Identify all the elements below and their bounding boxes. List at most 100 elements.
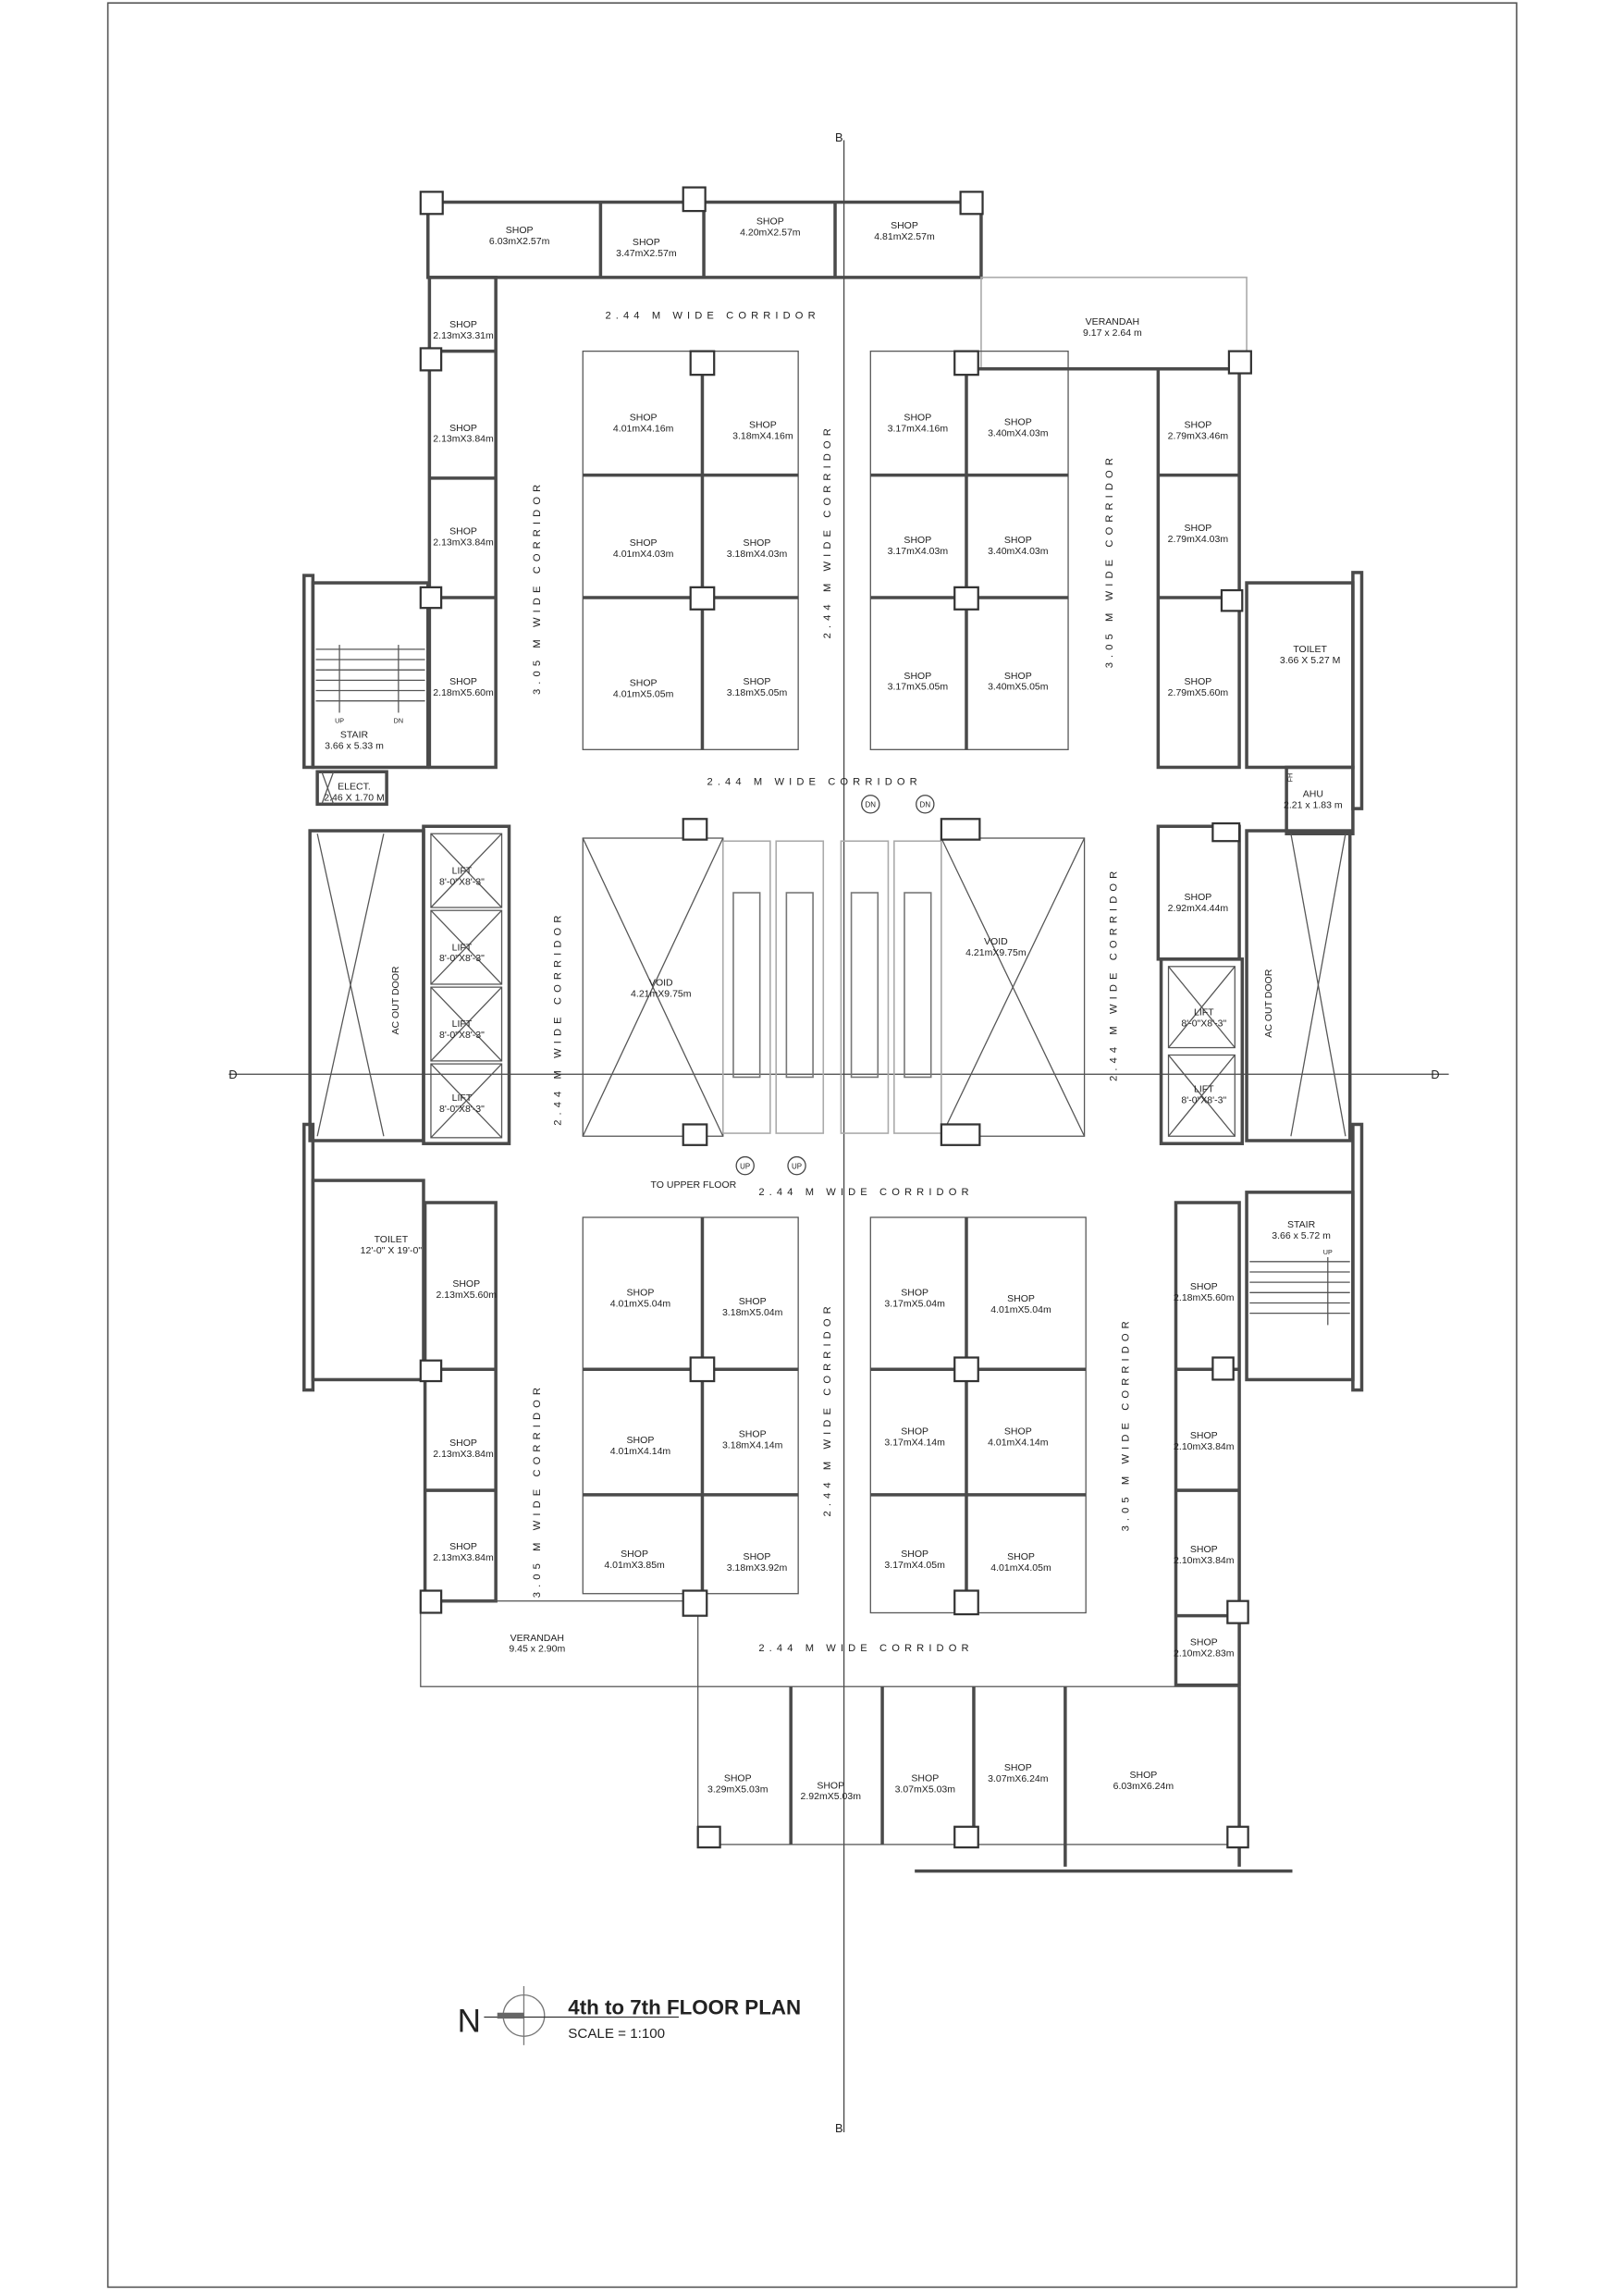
room-name: SHOP xyxy=(744,537,771,549)
room-name: SHOP xyxy=(1190,1637,1218,1648)
room-name: SHOP xyxy=(1190,1544,1218,1555)
room-name: SHOP xyxy=(452,1278,480,1290)
room-size: 3.40mX4.03m xyxy=(988,546,1049,557)
room-size: 3.07mX6.24m xyxy=(988,1773,1049,1784)
room-size: 2.13mX3.84m xyxy=(433,537,494,548)
room-size: 3.17mX4.16m xyxy=(888,424,949,435)
room-name: LIFT xyxy=(1194,1006,1214,1018)
room-size: 8'-0"X8'-3" xyxy=(439,1030,485,1041)
room-size: 2.79mX3.46m xyxy=(1168,431,1229,442)
room-name: SHOP xyxy=(891,220,918,231)
room-size: 2.10mX2.83m xyxy=(1174,1648,1235,1660)
room-name: SHOP xyxy=(1004,1426,1032,1437)
room-size: 3.17mX5.04m xyxy=(884,1298,945,1309)
corridor-label: 2.44 M WIDE CORRIDOR xyxy=(707,777,922,788)
room-name: VERANDAH xyxy=(1086,316,1139,327)
room-size: 4.01mX5.04m xyxy=(990,1304,1051,1315)
room-size: 3.17mX4.05m xyxy=(884,1560,945,1571)
room-size: 3.18mX5.05m xyxy=(727,687,788,698)
room-size: 2.13mX3.31m xyxy=(433,330,494,341)
room-size: 9.17 x 2.64 m xyxy=(1083,327,1142,339)
section-mark-d-right: D xyxy=(1431,1068,1439,1081)
room-name: SHOP xyxy=(449,676,477,687)
north-label: N xyxy=(458,2003,481,2039)
room-name: SHOP xyxy=(1185,523,1212,534)
stair-up-label: UP xyxy=(335,718,344,725)
corridor-label: 2.44 M WIDE CORRIDOR xyxy=(1109,867,1120,1081)
room-size: 4.01mX3.85m xyxy=(604,1560,665,1571)
room-name: SHOP xyxy=(627,1288,655,1299)
room-size: 2.21 x 1.83 m xyxy=(1284,799,1343,810)
room-name: SHOP xyxy=(633,237,660,248)
room-name: SHOP xyxy=(630,678,658,689)
room-size: 2.92mX4.44m xyxy=(1168,903,1229,914)
room-size: 4.01mX4.14m xyxy=(988,1437,1049,1448)
room-name: SHOP xyxy=(901,1426,928,1437)
room-size: 3.40mX4.03m xyxy=(988,427,1049,438)
room-name: SHOP xyxy=(744,676,771,687)
room-size: 3.47mX2.57m xyxy=(616,248,677,259)
room-size: 2.79mX5.60m xyxy=(1168,687,1229,698)
escalator-dn-label: DN xyxy=(866,801,877,809)
room-size: 3.07mX5.03m xyxy=(895,1784,956,1795)
room-name: STAIR xyxy=(1287,1219,1316,1230)
room-size: 3.18mX4.14m xyxy=(722,1440,783,1451)
sheet-border xyxy=(106,2,1518,2289)
room-size: 2.46 X 1.70 M xyxy=(324,792,384,803)
section-mark-b-bottom: B xyxy=(835,2121,843,2135)
room-size: 2.13mX3.84m xyxy=(433,434,494,445)
room-size: 4.21mX9.75m xyxy=(631,989,692,1000)
room-name: SHOP xyxy=(630,537,658,549)
room-size: 3.18mX5.04m xyxy=(722,1307,783,1318)
room-size: 3.17mX5.05m xyxy=(888,682,949,693)
room-name: SHOP xyxy=(904,535,931,546)
escalator-up-label: UP xyxy=(792,1162,802,1170)
fire-hose-label: FH xyxy=(1287,773,1295,783)
room-name: SHOP xyxy=(449,1438,477,1449)
room-name: SHOP xyxy=(630,413,658,424)
room-size: 2.10mX3.84m xyxy=(1174,1441,1235,1452)
room-size: 3.40mX5.05m xyxy=(988,682,1049,693)
room-name: SHOP xyxy=(901,1288,928,1299)
room-size: 4.01mX4.03m xyxy=(613,549,674,560)
room-name: ELECT. xyxy=(338,781,371,792)
room-name: STAIR xyxy=(340,730,369,741)
room-size: 12'-0" X 19'-0" xyxy=(361,1245,423,1256)
corridor-label: 2.44 M WIDE CORRIDOR xyxy=(822,424,833,638)
north-arrow-icon xyxy=(484,1986,679,2045)
room-size: 2.18mX5.60m xyxy=(433,687,494,698)
room-name: SHOP xyxy=(739,1429,767,1440)
corridor-label: 2.44 M WIDE CORRIDOR xyxy=(605,311,819,322)
